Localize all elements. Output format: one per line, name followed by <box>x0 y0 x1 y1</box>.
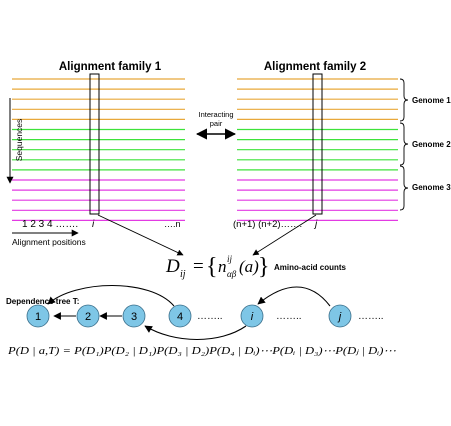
dependence-tree-title: Dependence tree T: <box>6 297 79 306</box>
tree-node-i: i <box>240 304 264 328</box>
tree-node-3: 3 <box>122 304 146 328</box>
tree-node-circle <box>122 304 146 328</box>
formula-n-subscript: αβ <box>227 269 237 279</box>
formula-d-subscript: ij <box>180 269 186 280</box>
left-position-numbers: 1 2 3 4 ……. <box>22 219 78 230</box>
edge-i-to-3 <box>144 325 247 340</box>
formula-close-brace: } <box>258 254 270 280</box>
tree-node-label: 2 <box>85 311 91 323</box>
tree-dots-2: …….. <box>276 311 302 322</box>
tree-node-label: j <box>337 311 342 323</box>
genome-braces <box>399 78 409 211</box>
likelihood-formula: P(D | a,T) = P(D₁)P(D₂ | D₁)P(D₃ | D₂)P(… <box>7 346 397 357</box>
edge-j-to-i <box>257 286 331 307</box>
column-j-to-counts-arrow <box>252 214 317 256</box>
tree-node-j: j <box>328 304 352 328</box>
alignment-family-2-sequences <box>237 78 398 221</box>
tree-node-circle <box>168 304 192 328</box>
interacting-pair-label-1: Interacting <box>198 110 233 119</box>
position-j-label: j <box>313 219 318 230</box>
tree-node-2: 2 <box>76 304 100 328</box>
formula-argument: (a) <box>239 257 259 276</box>
family-1-title: Alignment family 1 <box>59 61 162 73</box>
sequences-label: Sequences <box>14 119 24 162</box>
formula-equals: = <box>193 256 204 277</box>
tree-node-label: 4 <box>177 311 183 323</box>
tree-node-circle <box>328 304 352 328</box>
amino-acid-counts-caption: Amino-acid counts <box>274 263 347 272</box>
formula-open-brace: { <box>206 254 218 280</box>
formula-n-superscript: ij <box>227 254 233 264</box>
dependence-tree-nodes: 1 2 3 4 i j <box>26 304 352 328</box>
tree-dots-1: …….. <box>197 311 223 322</box>
family-2-title: Alignment family 2 <box>264 61 366 73</box>
tree-node-label: 3 <box>131 311 137 323</box>
tree-node-label: 1 <box>35 311 41 323</box>
dependence-tree-edges <box>47 285 331 340</box>
column-i-to-counts-arrow <box>97 214 184 256</box>
formula-d: D <box>165 256 180 277</box>
genome-2-brace <box>399 122 409 166</box>
formula-n: n <box>218 257 227 276</box>
interacting-pair-label-2: pair <box>210 119 223 128</box>
tree-node-circle <box>26 304 50 328</box>
genome-2-label: Genome 2 <box>412 140 451 149</box>
genome-3-brace <box>399 165 409 211</box>
tree-node-1: 1 <box>26 304 50 328</box>
right-position-start: (n+1) (n+2)……. <box>233 219 302 230</box>
genome-3-label: Genome 3 <box>412 183 451 192</box>
edge-4-to-1 <box>47 285 175 307</box>
tree-node-circle <box>76 304 100 328</box>
left-position-end: ….n <box>164 219 181 229</box>
amino-acid-count-formula: D ij = { n ij αβ (a) } <box>165 254 270 280</box>
alignment-positions-label: Alignment positions <box>12 237 86 247</box>
genome-1-label: Genome 1 <box>412 96 451 105</box>
column-j-box <box>312 73 323 215</box>
position-i-label: i <box>92 219 95 230</box>
tree-node-4: 4 <box>168 304 192 328</box>
column-i-box <box>89 73 100 215</box>
tree-dots-3: …….. <box>358 311 384 322</box>
tree-node-label: i <box>251 311 254 323</box>
genome-1-brace <box>399 78 409 122</box>
tree-node-circle <box>240 304 264 328</box>
